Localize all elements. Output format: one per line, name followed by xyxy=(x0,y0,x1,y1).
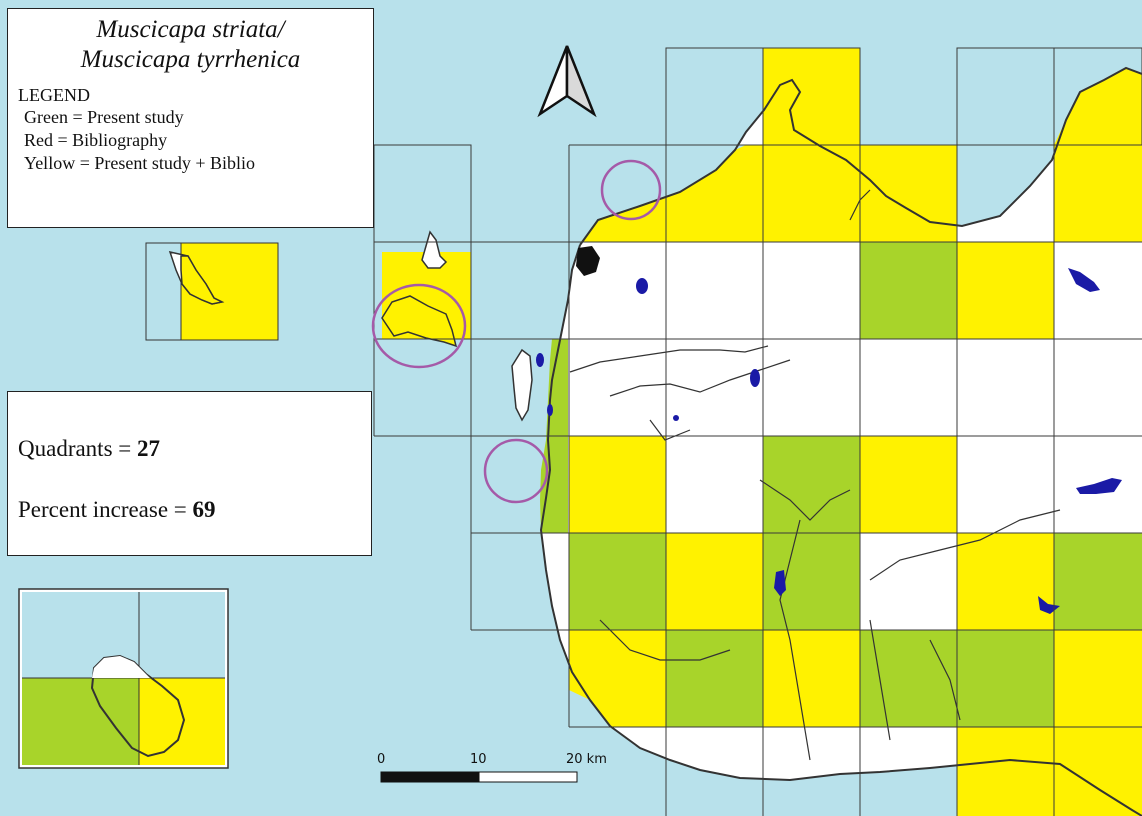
quadrant-yellow xyxy=(860,145,957,242)
quadrant-green xyxy=(1054,533,1142,630)
quadrant-yellow xyxy=(860,436,957,533)
rivers xyxy=(569,189,1061,761)
quadrant-yellow xyxy=(763,630,860,727)
legend-item-green: Green = Present study xyxy=(24,107,184,127)
quadrant-yellow xyxy=(957,242,1054,339)
quadrant-green xyxy=(860,242,957,339)
river xyxy=(599,619,731,661)
water-bodies xyxy=(536,246,1122,614)
sea-strip xyxy=(374,252,382,339)
quadrants-label: Quadrants = xyxy=(18,436,137,461)
scale-bar-white xyxy=(478,771,578,783)
lake xyxy=(774,570,786,596)
quadrant-yellow xyxy=(957,533,1054,630)
percent-increase-label: Percent increase = xyxy=(18,497,193,522)
legend-panel: Muscicapa striata/ Muscicapa tyrrhenica … xyxy=(7,8,374,228)
quadrants-value: 27 xyxy=(137,436,160,461)
city-area xyxy=(576,246,600,276)
highlight-circle xyxy=(483,438,549,504)
percent-increase-value: 69 xyxy=(192,497,216,522)
highlight-circle xyxy=(600,159,662,221)
quadrant-yellow xyxy=(1054,145,1142,242)
quadrant-yellow xyxy=(1054,630,1142,727)
river xyxy=(759,479,851,521)
quadrant-green xyxy=(569,533,666,630)
quadrants-stat: Quadrants = 27 xyxy=(18,436,160,462)
inset-island-white xyxy=(92,656,150,678)
lake xyxy=(547,404,553,416)
small-island xyxy=(421,230,448,269)
quadrant-yellow xyxy=(569,436,666,533)
sea-strip xyxy=(374,242,471,252)
coastline xyxy=(579,66,1142,246)
species-name-1: Muscicapa striata/ xyxy=(96,16,285,43)
stats-panel: Quadrants = 27 Percent increase = 69 xyxy=(7,391,372,556)
highlight-circles xyxy=(371,159,662,504)
north-arrow-right xyxy=(565,45,597,118)
river xyxy=(869,619,891,741)
lake xyxy=(636,278,648,294)
river xyxy=(869,509,1061,581)
west-island xyxy=(381,295,458,348)
river xyxy=(569,345,769,373)
river xyxy=(779,519,811,761)
quadrant-green xyxy=(22,678,139,765)
quadrant-green xyxy=(666,630,763,727)
sea-north xyxy=(569,145,746,245)
legend-item-red: Red = Bibliography xyxy=(24,130,168,150)
coastline-west xyxy=(539,244,1142,816)
quadrant-grid xyxy=(373,47,1142,816)
percent-increase-stat: Percent increase = 69 xyxy=(18,497,216,523)
scale-label-20: 20 km xyxy=(566,752,607,767)
north-arrow-icon xyxy=(537,45,597,118)
lake xyxy=(1068,268,1100,292)
lake xyxy=(750,369,760,387)
quadrant-yellow xyxy=(139,678,225,765)
inset-island-yellow xyxy=(180,255,225,305)
lake xyxy=(1076,478,1122,494)
river xyxy=(609,359,791,397)
highlight-circle xyxy=(371,283,467,369)
lagoon-island xyxy=(511,348,533,422)
river xyxy=(649,419,691,441)
scale-bar-black xyxy=(380,771,480,783)
quadrant-yellow xyxy=(957,727,1142,816)
inset-island-top xyxy=(145,242,279,341)
lake xyxy=(536,353,544,367)
legend-heading: LEGEND xyxy=(18,85,90,105)
inset-island-bottom xyxy=(18,588,229,769)
sea-north-3 xyxy=(1054,48,1142,145)
quadrant-yellow xyxy=(763,48,860,145)
species-name-2: Muscicapa tyrrhenica xyxy=(80,46,301,73)
legend-item-yellow: Yellow = Present study + Biblio xyxy=(24,153,255,173)
lake xyxy=(673,415,679,421)
quadrant-yellow xyxy=(666,533,763,630)
scale-bar xyxy=(380,771,578,783)
scale-label-10: 10 xyxy=(470,752,487,767)
scale-label-0: 0 xyxy=(377,752,386,767)
